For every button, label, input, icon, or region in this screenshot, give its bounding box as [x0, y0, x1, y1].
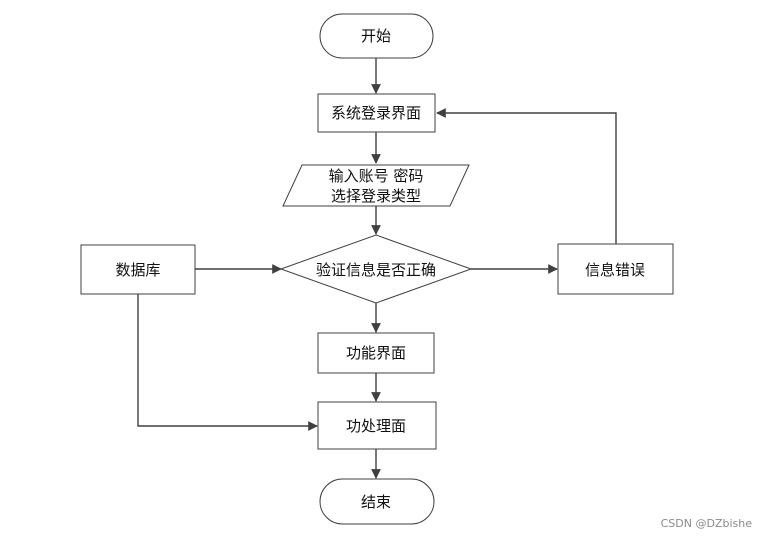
input-node: 输入账号 密码 选择登录类型: [282, 164, 470, 207]
input-label-line2: 选择登录类型: [331, 187, 421, 205]
edge-error-to-login: [436, 108, 617, 244]
watermark: CSDN @DZbishe: [661, 517, 753, 530]
error-node: 信息错误: [557, 243, 674, 295]
function-ui-node: 功能界面: [317, 332, 435, 374]
login-ui-node: 系统登录界面: [317, 93, 436, 133]
database-label: 数据库: [115, 261, 160, 279]
end-node: 结束: [319, 478, 435, 525]
verify-label: 验证信息是否正确: [316, 261, 436, 279]
edge-database-to-process: [137, 294, 318, 431]
error-label: 信息错误: [585, 261, 645, 279]
process-ui-node: 功处理面: [317, 401, 437, 450]
login-ui-label: 系统登录界面: [331, 104, 421, 122]
end-label: 结束: [361, 493, 391, 511]
process-ui-label: 功处理面: [346, 417, 406, 435]
start-label: 开始: [361, 27, 391, 45]
database-node: 数据库: [80, 244, 196, 295]
edges: [137, 58, 617, 479]
start-node: 开始: [319, 13, 434, 59]
verify-node: 验证信息是否正确: [279, 234, 473, 304]
function-ui-label: 功能界面: [346, 344, 406, 362]
input-label-line1: 输入账号 密码: [329, 167, 424, 185]
